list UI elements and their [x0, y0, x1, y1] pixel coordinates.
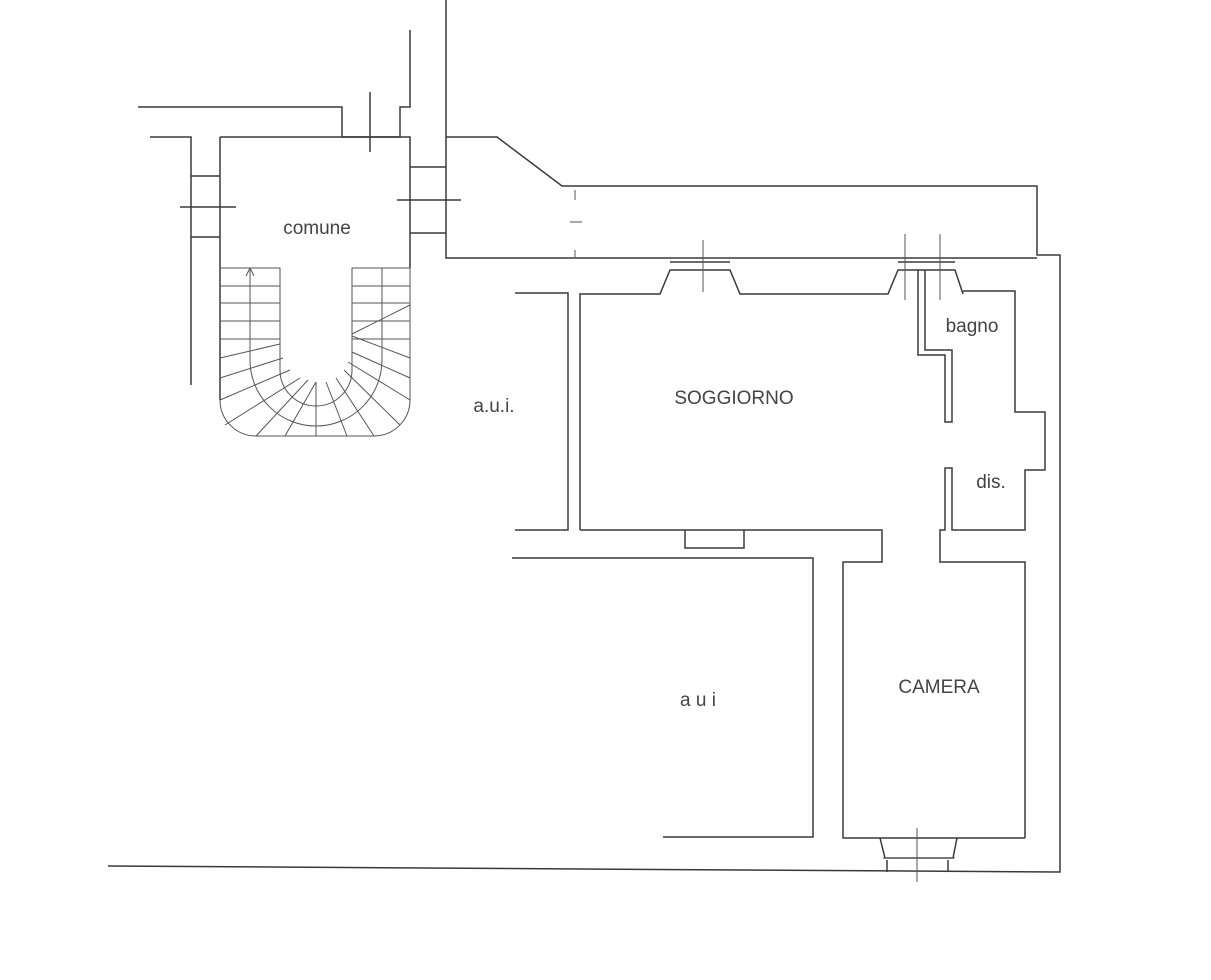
label-soggiorno: SOGGIORNO — [674, 388, 793, 409]
label-bagno: bagno — [946, 316, 999, 337]
room-labels: comune a.u.i. SOGGIORNO bagno dis. CAMER… — [283, 218, 1006, 711]
staircase — [219, 267, 411, 437]
walls — [107, 0, 1061, 882]
label-camera: CAMERA — [898, 677, 980, 698]
label-comune: comune — [283, 218, 351, 239]
label-aui-lower: a u i — [680, 690, 716, 711]
label-dis: dis. — [976, 472, 1006, 493]
label-aui-upper: a.u.i. — [473, 396, 514, 417]
